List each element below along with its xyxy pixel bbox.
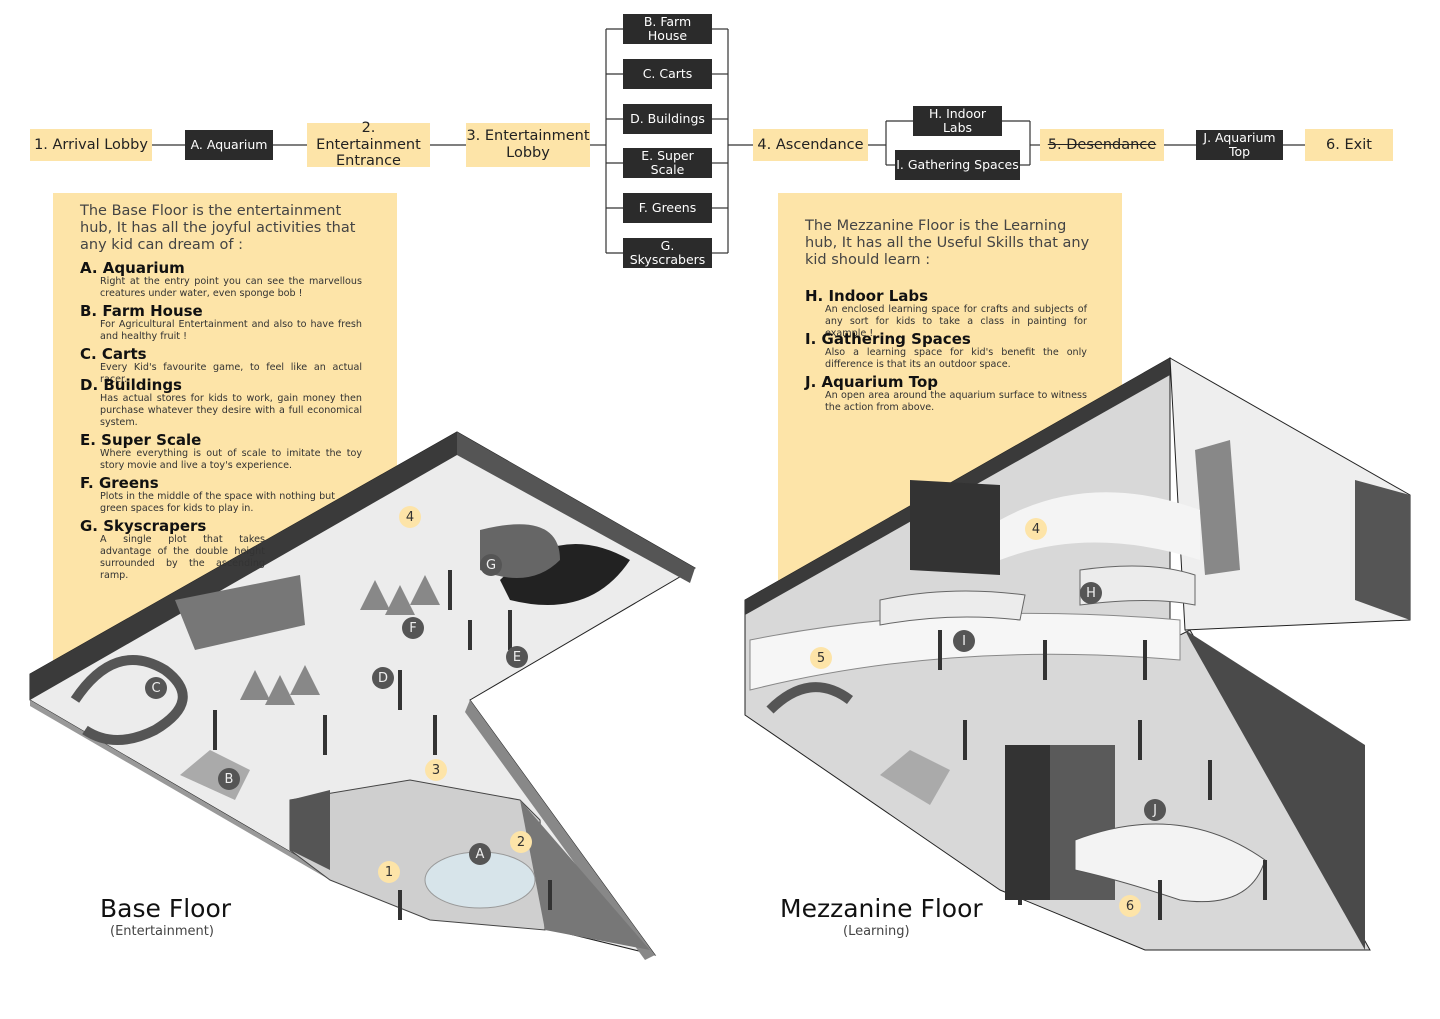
mezz-marker-j: J xyxy=(1144,799,1166,821)
base-floor-subtitle: (Entertainment) xyxy=(110,924,214,939)
base-marker-a: A xyxy=(469,843,491,865)
base-item-title-super-scale: E. Super Scale xyxy=(80,431,201,449)
mezz-intro-text: The Mezzanine Floor is the Learning hub,… xyxy=(805,218,1090,269)
base-item-title-carts: C. Carts xyxy=(80,345,147,363)
base-item-title-aquarium: A. Aquarium xyxy=(80,259,185,277)
base-marker-4: 4 xyxy=(399,506,421,528)
base-floor-title: Base Floor xyxy=(100,894,231,923)
mezzanine-floor-plan xyxy=(745,358,1410,950)
mezz-item-title-aquarium-top: J. Aquarium Top xyxy=(805,373,938,391)
base-item-desc-buildings: Has actual stores for kids to work, gain… xyxy=(100,393,362,429)
mezzanine-floor-subtitle: (Learning) xyxy=(843,924,910,939)
base-marker-d: D xyxy=(372,667,394,689)
base-marker-b: B xyxy=(218,768,240,790)
base-item-desc-farm-house: For Agricultural Entertainment and also … xyxy=(100,319,362,343)
mezz-item-title-gathering-spaces: I. Gathering Spaces xyxy=(805,330,971,348)
mezz-marker-h: H xyxy=(1080,582,1102,604)
base-item-title-skyscrapers: G. Skyscrapers xyxy=(80,517,206,535)
base-item-desc-aquarium: Right at the entry point you can see the… xyxy=(100,276,362,300)
base-item-desc-super-scale: Where everything is out of scale to imit… xyxy=(100,448,362,472)
base-item-title-farm-house: B. Farm House xyxy=(80,302,203,320)
base-intro-text: The Base Floor is the entertainment hub,… xyxy=(80,203,363,254)
base-marker-f: F xyxy=(402,617,424,639)
base-marker-g: G xyxy=(480,554,502,576)
mezz-marker-i: I xyxy=(953,630,975,652)
base-item-desc-skyscrapers: A single plot that takes advantage of th… xyxy=(100,534,265,582)
mezz-marker-4: 4 xyxy=(1025,518,1047,540)
base-marker-e: E xyxy=(506,646,528,668)
mezz-item-title-indoor-labs: H. Indoor Labs xyxy=(805,287,928,305)
base-item-title-buildings: D. Buildings xyxy=(80,376,182,394)
base-marker-c: C xyxy=(145,677,167,699)
base-marker-1: 1 xyxy=(378,861,400,883)
base-marker-3: 3 xyxy=(425,759,447,781)
mezz-item-desc-gathering-spaces: Also a learning space for kid's benefit … xyxy=(825,347,1087,371)
base-marker-2: 2 xyxy=(510,831,532,853)
base-item-desc-greens: Plots in the middle of the space with no… xyxy=(100,491,335,515)
base-item-title-greens: F. Greens xyxy=(80,474,159,492)
mezz-marker-6: 6 xyxy=(1119,895,1141,917)
mezz-marker-5: 5 xyxy=(810,647,832,669)
mezz-item-desc-aquarium-top: An open area around the aquarium surface… xyxy=(825,390,1087,414)
mezzanine-floor-title: Mezzanine Floor xyxy=(780,894,983,923)
